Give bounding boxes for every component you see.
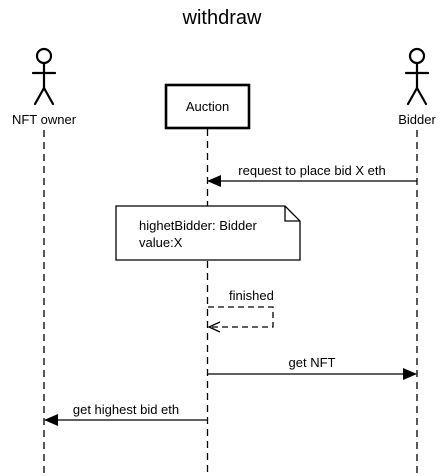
diagram-title: withdraw: [182, 7, 262, 29]
actor-stick-figure-icon: [404, 47, 430, 106]
message-finished: finished: [208, 288, 274, 327]
message-place-bid: request to place bid X eth: [207, 163, 417, 187]
message-label-finished: finished: [229, 288, 274, 303]
participant-auction: Auction: [164, 83, 251, 130]
actor-label-bidder: Bidder: [398, 112, 436, 127]
participant-box-auction: [164, 83, 251, 130]
note-fold-icon: [284, 206, 300, 222]
actor-nft-owner: NFT owner: [12, 47, 77, 127]
message-get-highest-bid: get highest bid eth: [44, 402, 208, 426]
note: highetBidder: Bidder value:X: [115, 205, 301, 261]
actor-stick-figure-icon: [31, 47, 57, 106]
message-label-place-bid: request to place bid X eth: [238, 163, 385, 178]
actor-bidder: Bidder: [398, 47, 436, 127]
message-get-nft: get NFT: [207, 355, 417, 380]
message-label-get-nft: get NFT: [289, 355, 336, 370]
note-box: [115, 205, 301, 261]
actor-label-nft-owner: NFT owner: [12, 112, 77, 127]
note-line-2: value:X: [139, 235, 183, 250]
self-message-arrow: [208, 306, 274, 327]
message-label-get-highest-bid: get highest bid eth: [73, 402, 179, 417]
note-line-1: highetBidder: Bidder: [139, 218, 257, 233]
participant-label-auction: Auction: [186, 99, 229, 114]
